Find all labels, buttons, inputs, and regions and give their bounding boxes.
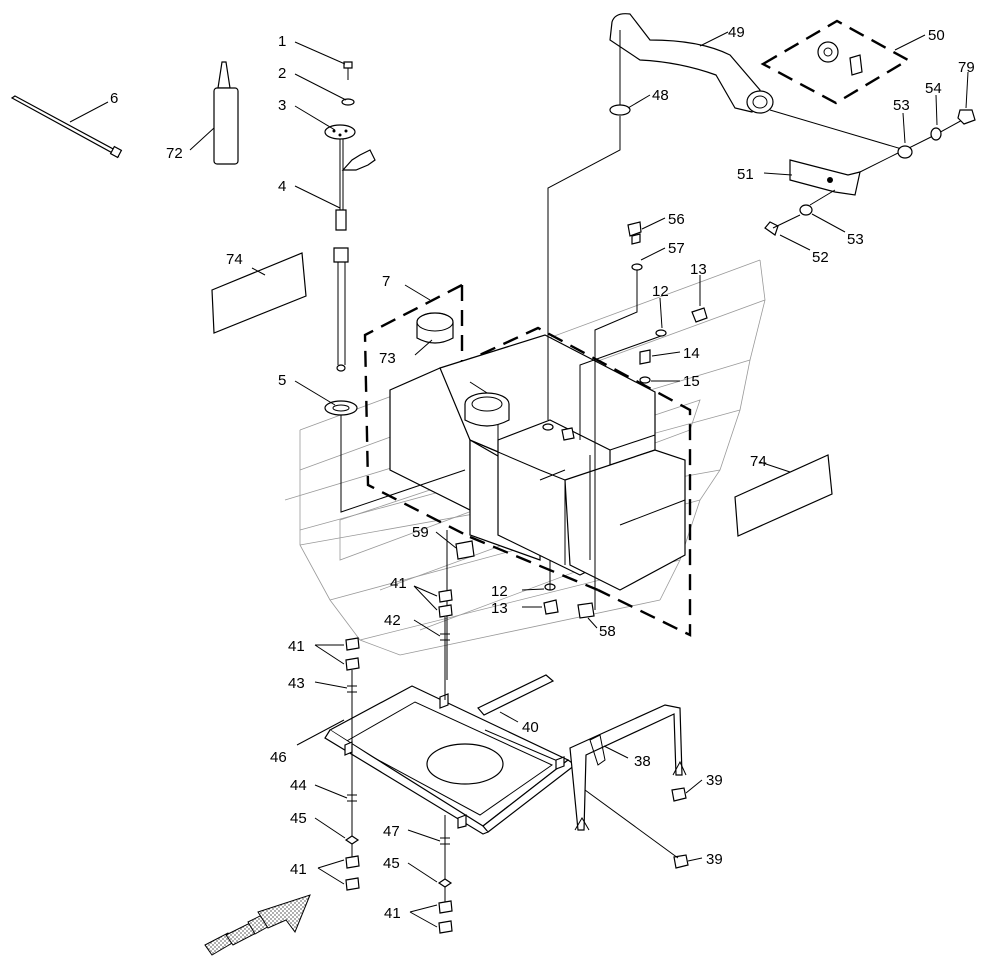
cable-tie [10, 95, 123, 159]
callout-2: 2 [278, 65, 286, 82]
callout-39-lower: 39 [706, 851, 723, 868]
callout-4: 4 [278, 178, 286, 195]
callout-44: 44 [290, 777, 307, 794]
sealant-tube [213, 61, 239, 165]
callout-54: 54 [925, 80, 942, 97]
hold-down-bracket [569, 704, 687, 831]
callout-59: 59 [412, 524, 429, 541]
callout-41-b: 41 [288, 638, 305, 655]
tank-assembly-outline [363, 283, 692, 637]
callout-74-right: 74 [750, 453, 767, 470]
callout-15: 15 [683, 373, 700, 390]
callout-58: 58 [599, 623, 616, 640]
fuel-tank [389, 334, 686, 591]
callout-53-lower: 53 [847, 231, 864, 248]
callout-41-d: 41 [384, 905, 401, 922]
callout-79: 79 [958, 59, 975, 76]
callout-41-c: 41 [290, 861, 307, 878]
fittings [455, 307, 708, 619]
callout-45-a: 45 [290, 810, 307, 827]
cap-kit [760, 19, 911, 105]
direction-arrow [204, 894, 311, 956]
callout-12-upper: 12 [652, 283, 669, 300]
callout-41-a: 41 [390, 575, 407, 592]
callout-50: 50 [928, 27, 945, 44]
callout-3: 3 [278, 97, 286, 114]
callout-49: 49 [728, 24, 745, 41]
callout-52: 52 [812, 249, 829, 266]
filler-pipe [547, 13, 774, 420]
drain-plug [594, 221, 643, 610]
callout-12-lower: 12 [491, 583, 508, 600]
callout-45-b: 45 [383, 855, 400, 872]
decal-right [734, 454, 833, 537]
bracket [764, 109, 976, 236]
callout-13-upper: 13 [690, 261, 707, 278]
callout-51: 51 [737, 166, 754, 183]
callout-57: 57 [668, 240, 685, 257]
level-sender [324, 61, 466, 513]
strap [477, 674, 555, 716]
callout-5: 5 [278, 372, 286, 389]
callout-47: 47 [383, 823, 400, 840]
callout-40: 40 [522, 719, 539, 736]
callout-46: 46 [270, 749, 287, 766]
leader-lines [69, 31, 969, 928]
callout-7: 7 [382, 273, 390, 290]
drain-line [446, 530, 551, 680]
callout-14: 14 [683, 345, 700, 362]
callout-6: 6 [110, 90, 118, 107]
nuts-39 [584, 787, 689, 869]
tank-cap [416, 312, 454, 344]
callout-74-left: 74 [226, 251, 243, 268]
callout-43: 43 [288, 675, 305, 692]
callout-53-upper: 53 [893, 97, 910, 114]
callout-73: 73 [379, 350, 396, 367]
decal-left [211, 252, 307, 334]
callout-72: 72 [166, 145, 183, 162]
callout-labels: 1 2 3 4 5 6 7 12 12 13 13 14 15 38 39 39… [110, 24, 975, 922]
callout-42: 42 [384, 612, 401, 629]
callout-13-lower: 13 [491, 600, 508, 617]
callout-39-upper: 39 [706, 772, 723, 789]
callout-48: 48 [652, 87, 669, 104]
callout-1: 1 [278, 33, 286, 50]
threaded-rods [344, 589, 453, 934]
tank-tray [324, 685, 577, 835]
filler-neck [464, 392, 510, 427]
callout-56: 56 [668, 211, 685, 228]
callout-38: 38 [634, 753, 651, 770]
